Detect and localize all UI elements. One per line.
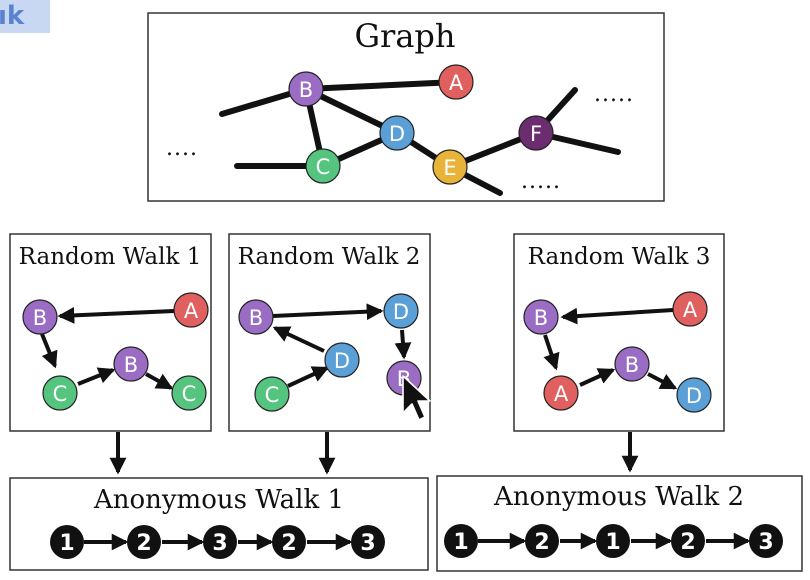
rw2-node-c: C	[254, 376, 290, 412]
random-walk-3-title: Random Walk 3	[528, 244, 711, 270]
rw3-arrow-b-a	[543, 334, 560, 371]
aw2-node-1-label: 1	[453, 530, 468, 555]
graph-node-d-label: D	[389, 122, 405, 146]
aw1-node-3: 3	[203, 525, 237, 559]
rw1-node-c2-label: C	[182, 382, 197, 406]
aw1-node-4: 2	[272, 525, 306, 559]
rw1-node-b-label: B	[33, 306, 47, 330]
graph-node-f: F	[518, 115, 554, 151]
aw1-node-1-label: 1	[59, 531, 74, 556]
rw1-node-b2: B	[113, 346, 149, 382]
rw2-node-d2-label: D	[334, 349, 350, 373]
mouse-pointer-icon	[402, 375, 431, 421]
aw1-node-1: 1	[50, 525, 84, 559]
edge-b-a	[303, 79, 459, 92]
rw3-node-d: D	[676, 377, 712, 413]
rw1-arrow-c-b	[77, 367, 116, 386]
rw3-node-b2: B	[614, 346, 650, 382]
rw1-node-b2-label: B	[124, 353, 138, 377]
graph-ellipsis-bottom-right: .....	[521, 169, 561, 194]
rw3-arrow-b-d	[647, 372, 678, 390]
rw2-node-b: B	[238, 299, 274, 335]
graph-node-b-label: B	[299, 78, 313, 102]
graph-node-f-label: F	[530, 122, 542, 146]
aw1-node-5-label: 3	[360, 531, 375, 556]
graph-node-c: C	[305, 148, 341, 184]
aw2-node-4: 2	[671, 524, 705, 558]
rw1-arrow-b-c	[40, 333, 58, 369]
graph-node-c-label: C	[316, 155, 331, 179]
aw1-node-4-label: 2	[281, 531, 296, 556]
graph-node-a: A	[438, 64, 474, 100]
rw2-node-d-label: D	[393, 300, 409, 324]
rw1-arrow-b-c2	[145, 372, 174, 390]
random-walk-2-panel: Random Walk 2 B D B D C	[228, 233, 431, 432]
rw2-arrow-d-b	[394, 329, 412, 360]
graph-node-e-label: E	[443, 156, 456, 180]
graph-node-e: E	[432, 149, 468, 185]
graph-ellipsis-left: ....	[166, 136, 198, 161]
rw3-node-b-label: B	[534, 306, 548, 330]
rw2-arrow-c-d	[287, 366, 330, 388]
rw1-node-a: A	[173, 292, 209, 328]
rw3-arrow-a-b2	[579, 368, 616, 387]
random-walk-3-panel: Random Walk 3 A B A B D	[513, 233, 725, 432]
anonymous-walk-2-panel: Anonymous Walk 2 1 2 1 2 3	[436, 475, 803, 572]
rw3-arrow-a-b	[560, 307, 674, 325]
random-walk-1-title: Random Walk 1	[19, 244, 202, 270]
rw2-node-d: D	[383, 293, 419, 329]
anonymous-walk-1-panel: Anonymous Walk 1 1 2 3 2 3	[9, 477, 429, 571]
corner-tag: ık	[0, 0, 50, 33]
rw3-node-b2-label: B	[625, 353, 639, 377]
anonymous-walk-1-title: Anonymous Walk 1	[93, 485, 344, 515]
aw1-node-2-label: 2	[136, 531, 151, 556]
graph-title: Graph	[354, 17, 455, 55]
aw1-node-5: 3	[351, 525, 385, 559]
aw1-node-2: 2	[127, 525, 161, 559]
graph-node-d: D	[379, 115, 415, 151]
aw2-node-5-label: 3	[758, 530, 773, 555]
aw2-node-2: 2	[525, 524, 559, 558]
aw2-node-3: 1	[596, 524, 630, 558]
rw2-arrow-b-d	[272, 303, 384, 321]
rw1-node-a-label: A	[184, 299, 199, 323]
rw1-node-b: B	[22, 299, 58, 335]
random-walk-1-panel: Random Walk 1 A B C B C	[9, 233, 212, 432]
graph-ellipsis-top-right: .....	[594, 82, 634, 107]
rw3-node-a-label: A	[683, 298, 698, 322]
aw1-node-3-label: 3	[212, 531, 227, 556]
rw1-node-c-label: C	[53, 382, 68, 406]
rw1-node-c: C	[42, 375, 78, 411]
rw3-node-a2: A	[543, 375, 579, 411]
rw3-node-b: B	[523, 299, 559, 335]
rw1-node-c2: C	[171, 375, 207, 411]
rw3-node-a2-label: A	[554, 382, 569, 406]
aw2-node-1: 1	[444, 524, 478, 558]
aw2-node-4-label: 2	[680, 530, 695, 555]
graph-node-a-label: A	[449, 71, 464, 95]
rw2-node-d2: D	[324, 342, 360, 378]
rw2-arrow-d2-b	[272, 326, 325, 353]
rw2-node-c-label: C	[265, 383, 280, 407]
graph-panel: Graph B A D C	[147, 12, 665, 202]
aw2-node-5: 3	[749, 524, 783, 558]
graph-node-b: B	[288, 71, 324, 107]
anonymous-walk-2-title: Anonymous Walk 2	[493, 482, 744, 512]
rw3-node-a: A	[672, 291, 708, 327]
rw2-node-b-label: B	[249, 306, 263, 330]
aw2-node-3-label: 1	[605, 530, 620, 555]
aw2-node-2-label: 2	[534, 530, 549, 555]
random-walk-2-title: Random Walk 2	[238, 244, 421, 270]
rw3-node-d-label: D	[686, 384, 702, 408]
rw1-arrow-a-b	[57, 306, 175, 324]
